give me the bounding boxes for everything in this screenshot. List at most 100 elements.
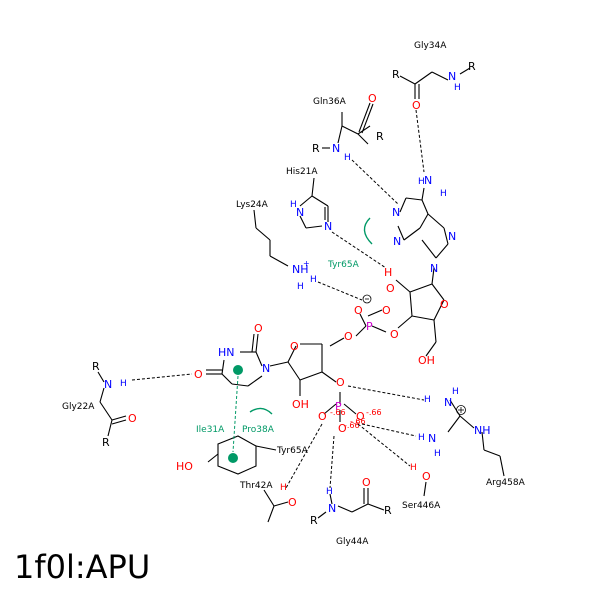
ser446-fragment: O H Ser446A — [402, 463, 441, 511]
residue-lys24-label: Lys24A — [236, 200, 269, 210]
svg-text:H: H — [454, 83, 461, 93]
svg-text:H: H — [344, 153, 351, 163]
svg-text:O: O — [386, 282, 395, 295]
svg-text:OH: OH — [418, 354, 435, 367]
residue-arg458-label: Arg458A — [486, 478, 526, 488]
svg-text:N: N — [424, 174, 432, 187]
residue-gly34-label: Gly34A — [414, 41, 447, 51]
hydrogen-bonds — [131, 109, 425, 489]
svg-text:NH: NH — [292, 263, 309, 276]
svg-text:N: N — [448, 230, 456, 243]
phosphate-3prime: P O O O -.66 -.66 -.66 -.66 — [318, 392, 382, 435]
svg-text:R: R — [376, 130, 384, 143]
svg-text:H: H — [440, 189, 447, 199]
svg-text:H: H — [424, 395, 431, 405]
svg-text:O: O — [336, 376, 345, 389]
gly34-fragment: R N H R O Gly34A — [392, 41, 476, 112]
svg-text:O: O — [412, 99, 421, 112]
partial-charge-4: -.66 — [350, 417, 366, 426]
uridine-ribose: O OH O — [269, 340, 345, 411]
svg-text:O: O — [318, 410, 327, 423]
gly22-fragment: R N H Gly22A O R — [62, 360, 137, 449]
uracil-ring: N O HN O — [194, 322, 270, 387]
gly44-fragment: H N R O R Gly44A — [310, 476, 392, 547]
svg-text:H: H — [297, 282, 304, 292]
residue-his21-label: His21A — [286, 167, 318, 177]
phosphate-bridge: P O O O — [329, 294, 391, 347]
svg-text:P: P — [366, 320, 373, 333]
svg-text:O: O — [344, 330, 353, 343]
ring-centroid-tyr65 — [228, 453, 238, 463]
residue-tyr65-label: Tyr65A — [276, 446, 309, 456]
svg-text:O: O — [356, 410, 365, 423]
adenosine-ribose: O H O O OH — [384, 266, 449, 367]
svg-text:H: H — [384, 266, 392, 279]
svg-text:R: R — [102, 436, 110, 449]
his21-fragment: His21A N H N — [286, 167, 332, 233]
svg-text:O: O — [194, 368, 203, 381]
hydrophobic-pro38-label: Pro38A — [242, 425, 275, 435]
adenine-ring: N N H H N N N — [392, 174, 456, 285]
svg-text:H: H — [120, 379, 127, 389]
svg-text:O: O — [128, 412, 137, 425]
svg-text:R: R — [310, 514, 318, 527]
svg-text:O: O — [382, 304, 391, 317]
svg-text:N: N — [324, 220, 332, 233]
svg-text:P: P — [335, 400, 342, 413]
thr42-fragment: Thr42A O H — [239, 481, 297, 523]
svg-text:H: H — [418, 433, 425, 443]
svg-text:N: N — [393, 235, 401, 248]
residue-gly44-label: Gly44A — [336, 537, 369, 547]
ring-centroid-uracil — [233, 365, 243, 375]
svg-text:N: N — [392, 206, 400, 219]
svg-text:N: N — [428, 432, 436, 445]
svg-text:O: O — [362, 476, 371, 489]
svg-text:N: N — [430, 262, 438, 275]
partial-charge-2: -.66 — [366, 408, 382, 417]
svg-text:H: H — [290, 200, 297, 210]
svg-text:HO: HO — [176, 460, 193, 473]
svg-text:O: O — [422, 470, 431, 483]
svg-text:R: R — [384, 504, 392, 517]
svg-text:O: O — [368, 92, 377, 105]
svg-text:O: O — [254, 322, 263, 335]
svg-text:R: R — [312, 142, 320, 155]
hydrophobic-contacts: Tyr65A Ile31A Pro38A — [196, 217, 373, 453]
svg-text:R: R — [468, 60, 476, 73]
svg-text:H: H — [326, 487, 333, 497]
svg-text:N: N — [448, 70, 456, 83]
svg-text:N: N — [262, 362, 270, 375]
svg-text:NH: NH — [474, 424, 491, 437]
svg-text:N: N — [296, 206, 304, 219]
svg-text:R: R — [392, 68, 400, 81]
svg-text:H: H — [418, 177, 425, 187]
svg-text:H: H — [434, 449, 441, 459]
svg-text:N: N — [328, 502, 336, 515]
page-title: 1f0l:APU — [14, 548, 151, 586]
gln36-fragment: Gln36A O R N H R — [312, 92, 384, 163]
svg-text:H: H — [410, 463, 417, 473]
residue-thr42-label: Thr42A — [239, 481, 273, 491]
svg-text:H: H — [452, 387, 459, 397]
svg-text:HN: HN — [218, 346, 235, 359]
partial-charge-3: -.66 — [344, 421, 360, 430]
residue-gln36-label: Gln36A — [313, 97, 347, 107]
svg-text:+: + — [303, 259, 310, 268]
tyr65-phenol: HO Tyr65A — [176, 435, 309, 475]
hydrophobic-ile31-label: Ile31A — [196, 425, 225, 435]
hydrophobic-tyr65-label: Tyr65A — [327, 260, 360, 270]
pi-stacking-line — [232, 375, 239, 453]
svg-text:H: H — [280, 483, 287, 493]
svg-text:O: O — [290, 340, 299, 353]
svg-text:O: O — [440, 298, 449, 311]
svg-text:N: N — [104, 378, 112, 391]
residue-gly22-label: Gly22A — [62, 402, 95, 412]
lys24-fragment: Lys24A NH + H H — [236, 200, 317, 292]
svg-text:OH: OH — [292, 398, 309, 411]
svg-text:O: O — [288, 496, 297, 509]
svg-text:R: R — [92, 360, 100, 373]
svg-text:N: N — [332, 142, 340, 155]
svg-text:O: O — [354, 304, 363, 317]
